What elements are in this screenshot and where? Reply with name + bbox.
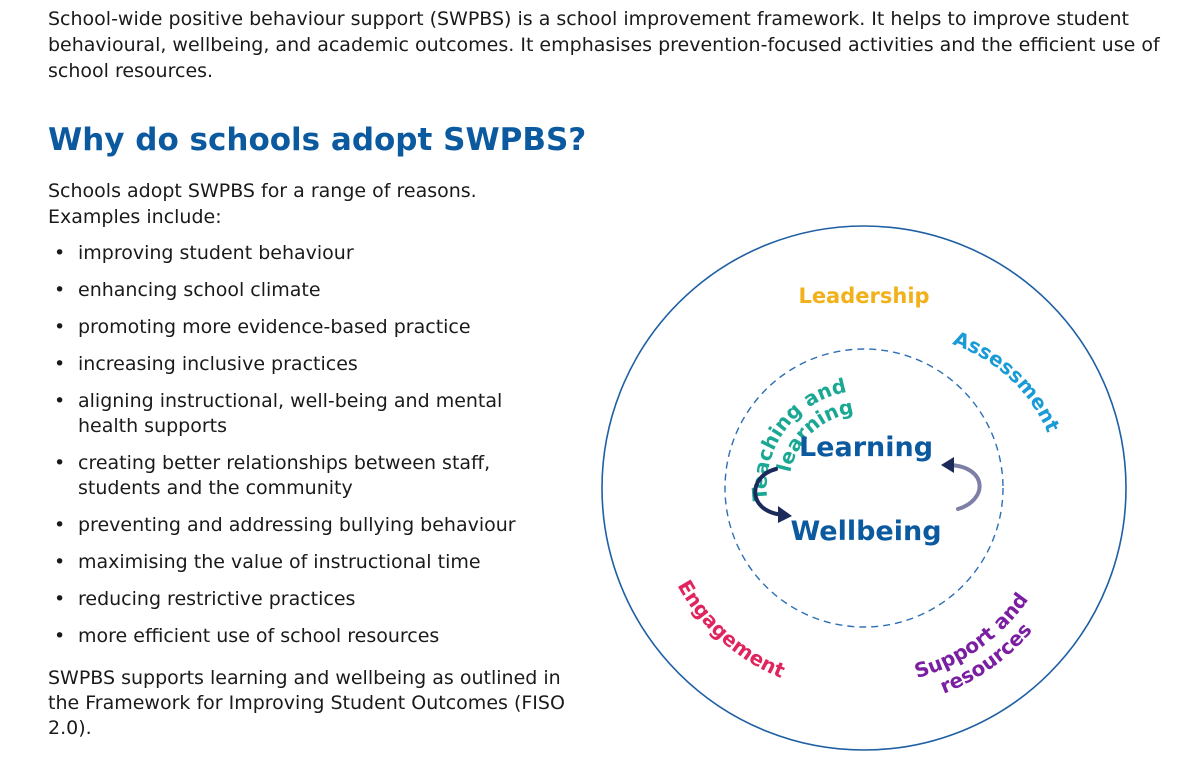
list-item: improving student behaviour xyxy=(48,241,568,266)
engagement-text: Engagement xyxy=(673,576,789,683)
list-item: more efficient use of school resources xyxy=(48,624,568,649)
list-item: reducing restrictive practices xyxy=(48,587,568,612)
intro-paragraph: School-wide positive behaviour support (… xyxy=(48,8,1160,82)
cycle-arrow-left-icon xyxy=(753,467,792,523)
wellbeing-label: Wellbeing xyxy=(790,516,941,547)
section-heading: Why do schools adopt SWPBS? xyxy=(48,122,587,158)
assessment-text: Assessment xyxy=(950,326,1065,436)
assessment-label: Assessment xyxy=(950,326,1065,436)
inner-ring xyxy=(724,348,1004,628)
cycle-arrow-right-icon xyxy=(941,457,982,511)
engagement-label: Engagement xyxy=(673,576,789,683)
list-item: increasing inclusive practices xyxy=(48,352,568,377)
list-item: creating better relationships between st… xyxy=(48,451,568,501)
outro-paragraph: SWPBS supports learning and wellbeing as… xyxy=(48,667,565,739)
list-item: aligning instructional, well-being and m… xyxy=(48,389,568,439)
outer-ring xyxy=(601,225,1127,751)
leadership-label: Leadership xyxy=(798,284,929,308)
reasons-list: improving student behaviour enhancing sc… xyxy=(48,241,568,661)
list-item: preventing and addressing bullying behav… xyxy=(48,513,568,538)
list-item: maximising the value of instructional ti… xyxy=(48,550,568,575)
list-item: promoting more evidence-based practice xyxy=(48,315,568,340)
fiso-diagram: Leadership Assessment Teaching and learn… xyxy=(601,225,1127,751)
list-item: enhancing school climate xyxy=(48,278,568,303)
learning-label: Learning xyxy=(799,432,933,463)
lead-paragraph: Schools adopt SWPBS for a range of reaso… xyxy=(48,180,477,228)
